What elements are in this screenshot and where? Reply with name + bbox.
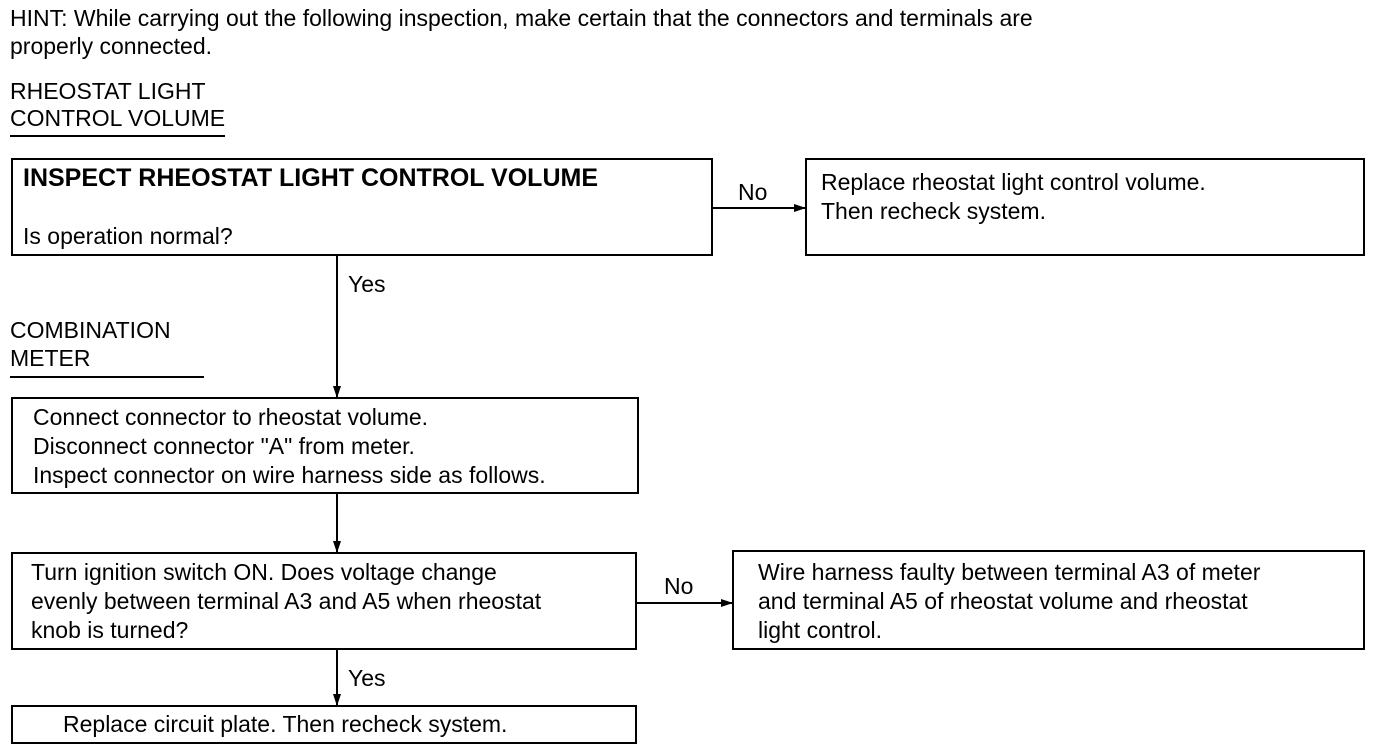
box-inspect-title: INSPECT RHEOSTAT LIGHT CONTROL VOLUME <box>23 164 598 192</box>
box-connect: Connect connector to rheostat volume. Di… <box>11 397 639 494</box>
section-meter-line-1: COMBINATION <box>10 317 171 343</box>
box-voltage-line-1: Turn ignition switch ON. Does voltage ch… <box>31 559 497 585</box>
box-inspect: INSPECT RHEOSTAT LIGHT CONTROL VOLUME Is… <box>11 158 713 256</box>
label-no-1: No <box>738 179 768 205</box>
box-harness: Wire harness faulty between terminal A3 … <box>732 550 1365 650</box>
hint-line-2: properly connected. <box>10 33 213 59</box>
section-meter-line-2: METER <box>10 345 91 371</box>
section-meter-underline <box>10 376 204 378</box>
box-replace-volume-line-1: Replace rheostat light control volume. <box>821 169 1206 195</box>
box-voltage-line-3: knob is turned? <box>31 617 189 643</box>
label-no-2: No <box>664 573 694 599</box>
label-yes-2: Yes <box>348 665 386 691</box>
box-replace-plate-line-1: Replace circuit plate. Then recheck syst… <box>63 711 508 737</box>
label-yes-1: Yes <box>348 271 386 297</box>
box-replace-volume-line-2: Then recheck system. <box>821 198 1046 224</box>
box-replace-plate: Replace circuit plate. Then recheck syst… <box>11 705 637 744</box>
box-connect-line-2: Disconnect connector "A" from meter. <box>33 433 415 459</box>
box-inspect-question: Is operation normal? <box>23 223 233 249</box>
box-replace-volume: Replace rheostat light control volume. T… <box>805 158 1365 256</box>
box-harness-line-2: and terminal A5 of rheostat volume and r… <box>758 588 1248 614</box>
box-connect-line-1: Connect connector to rheostat volume. <box>33 404 429 430</box>
box-connect-line-3: Inspect connector on wire harness side a… <box>33 462 546 488</box>
box-voltage: Turn ignition switch ON. Does voltage ch… <box>11 552 637 650</box>
hint-line-1: HINT: While carrying out the following i… <box>10 5 1033 31</box>
box-harness-line-3: light control. <box>758 617 883 643</box>
box-voltage-line-2: evenly between terminal A3 and A5 when r… <box>31 588 542 614</box>
box-harness-line-1: Wire harness faulty between terminal A3 … <box>758 559 1261 585</box>
section-rheostat-line-2: CONTROL VOLUME <box>10 104 226 137</box>
section-rheostat-line-1: RHEOSTAT LIGHT <box>10 78 206 104</box>
